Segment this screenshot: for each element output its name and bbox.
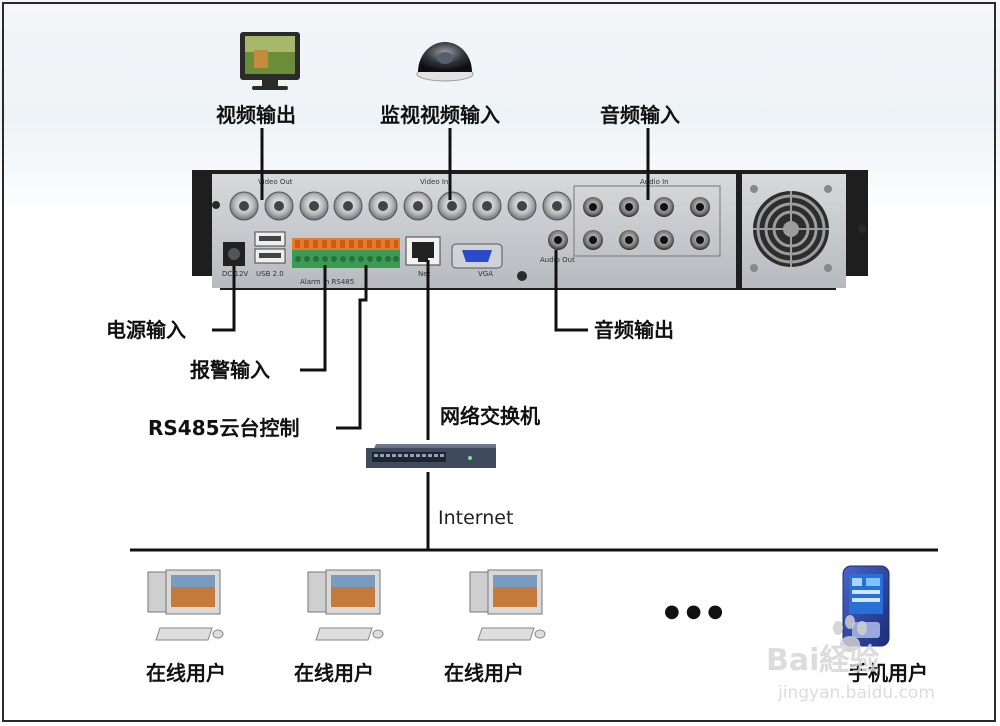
panel-text-video-in: Video In xyxy=(420,178,448,186)
panel-text-vga: VGA xyxy=(478,270,493,278)
panel-text-usb: USB 2.0 xyxy=(256,270,284,278)
panel-text-net: Net xyxy=(418,270,431,278)
fan-grill-icon xyxy=(753,191,829,267)
usb-ports xyxy=(254,231,286,264)
label-audio-out: 音频输出 xyxy=(594,318,674,342)
bnc-video-in-5 xyxy=(437,191,467,221)
vga-port xyxy=(451,243,503,269)
bnc-video-in-7 xyxy=(507,191,537,221)
label-network-switch: 网络交换机 xyxy=(440,404,540,428)
online-user-computer-2 xyxy=(307,569,384,641)
bnc-video-in-2 xyxy=(333,191,363,221)
label-online-user-1: 在线用户 xyxy=(146,661,226,685)
label-rs485-ptz: RS485云台控制 xyxy=(148,416,300,440)
label-online-user-3: 在线用户 xyxy=(444,661,524,685)
label-online-user-2: 在线用户 xyxy=(294,661,374,685)
bnc-video-in-6 xyxy=(472,191,502,221)
connector-lines xyxy=(130,128,938,552)
watermark-brand: Bai経验 xyxy=(766,643,879,678)
label-alarm-in: 报警输入 xyxy=(190,358,270,382)
baidu-jingyan-watermark: Bai経验 jingyan.baidu.com xyxy=(766,615,935,703)
paw-logo-icon xyxy=(833,615,867,652)
panel-text-audio-out: Audio Out xyxy=(540,256,575,264)
dvr-rear-panel: Video Out Video In Audio In Audio Out VG… xyxy=(192,170,868,290)
audio-in-jacks xyxy=(583,197,710,250)
label-video-out: 视频输出 xyxy=(216,103,296,127)
panel-text-ports: Alarm In RS485 xyxy=(300,278,354,286)
panel-text-video-out: Video Out xyxy=(258,178,293,186)
alarm-rs485-terminal-block xyxy=(292,238,400,268)
watermark-url: jingyan.baidu.com xyxy=(777,683,935,703)
label-audio-in: 音频输入 xyxy=(600,103,680,127)
bnc-video-in-8 xyxy=(542,191,572,221)
online-user-computer-3 xyxy=(469,569,546,641)
bnc-video-in-3 xyxy=(368,191,398,221)
online-user-computer-1 xyxy=(147,569,224,641)
rj45-network-port xyxy=(405,236,441,266)
label-power-in: 电源输入 xyxy=(106,318,186,342)
label-monitor-video-in: 监视视频输入 xyxy=(380,103,500,127)
panel-text-audio-in: Audio In xyxy=(640,178,669,186)
mobile-phone-icon xyxy=(842,565,890,647)
bnc-video-out-2 xyxy=(264,191,294,221)
network-switch-icon xyxy=(366,444,496,468)
label-mobile-user: 手机用户 xyxy=(848,661,928,685)
ellipsis-more-users: ●●● xyxy=(664,601,729,622)
dc-power-jack xyxy=(223,242,245,266)
bnc-video-out-1 xyxy=(229,191,259,221)
audio-out-jack xyxy=(548,230,568,250)
video-monitor-icon xyxy=(240,32,300,90)
dome-camera-icon xyxy=(416,42,474,82)
label-internet: Internet xyxy=(438,507,513,529)
bnc-video-in-1 xyxy=(299,191,329,221)
bnc-video-in-4 xyxy=(403,191,433,221)
